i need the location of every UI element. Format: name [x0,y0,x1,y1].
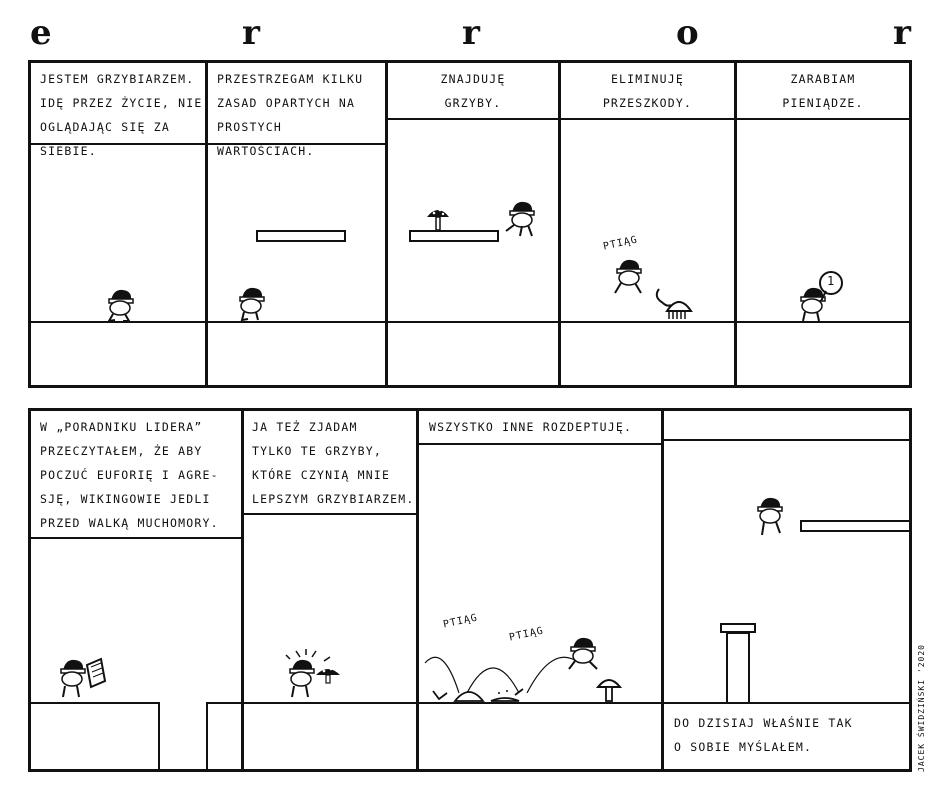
caption-4: ELIMINUJĘ PRZESZKODY. [602,72,693,110]
ground-line [31,702,909,704]
sound-effect-text: PTIĄG [602,234,639,253]
coin-icon: 1 [827,274,835,288]
eating-mushroom-figure [285,649,340,698]
ground-line [31,321,909,323]
caption-3: ZNAJDUJĘ GRZYBY. [440,72,506,110]
caption-6: W „PORADNIKU LIDERA” PRZECZYTAŁEM, ŻE AB… [40,420,219,530]
caption-2: PRZESTRZEGAM KILKU ZASAD OPARTYCH NA PRO… [217,72,364,158]
mushroom-icon [595,679,623,702]
caption-9: DO DZISIAJ WŁAŚNIE TAK O SOBIE MYŚLAŁEM. [674,716,853,754]
caption-1: JESTEM GRZYBIARZEM. IDĘ PRZEZ ŻYCIE, NIE… [40,72,203,158]
sound-effect-text-1: PTIĄG [442,612,479,631]
jumping-figure [505,201,535,237]
mushroom-picker-figure [239,287,265,322]
squashed-creature-icon [655,288,693,319]
caption-8: WSZYSTKO INNE ROZDEPTUJĘ. [429,420,633,434]
panel-7: JA TEŻ ZJADAM TYLKO TE GRZYBY, KTÓRE CZY… [244,411,416,769]
jumping-figure [568,637,598,670]
title-letter-e: e [30,13,52,53]
panel-1: JESTEM GRZYBIARZEM. IDĘ PRZEZ ŻYCIE, NIE… [31,63,205,385]
mushroom-picker-figure [107,289,134,323]
jumping-figure [757,497,783,536]
floating-platform [256,230,346,242]
stomping-figure [614,259,642,294]
floating-platform [409,230,499,242]
panel-5: ZARABIAM PIENIĄDZE. 1 [737,63,909,385]
panel-8: WSZYSTKO INNE ROZDEPTUJĘ. PTIĄG PTIĄG [419,411,661,769]
coin-collecting-figure [800,271,843,322]
panel-6: W „PORADNIKU LIDERA” PRZECZYTAŁEM, ŻE AB… [31,411,241,769]
title-letter-o: o [676,13,699,53]
title-letter-r2: r [462,13,480,53]
author-credit: JACEK ŚWIDZIŃSKI '2020 [917,644,926,772]
ground-pit [158,702,208,769]
panel-4: ELIMINUJĘ PRZESZKODY. PTIĄG [561,63,734,385]
caption-7: JA TEŻ ZJADAM TYLKO TE GRZYBY, KTÓRE CZY… [252,420,415,506]
comic-strip-row-2: W „PORADNIKU LIDERA” PRZECZYTAŁEM, ŻE AB… [28,408,912,772]
title-letter-r3: r [893,13,911,53]
squashed-creatures-icon [432,688,524,702]
panel-9: DO DZISIAJ WŁAŚNIE TAK O SOBIE MYŚLAŁEM. [664,411,910,769]
toadstool-icon [427,208,449,231]
caption-5: ZARABIAM PIENIĄDZE. [782,72,864,110]
panel-3: ZNAJDUJĘ GRZYBY. [388,63,558,385]
reading-figure [60,657,107,698]
pipe-body [726,632,750,702]
floating-platform [800,520,910,532]
sound-effect-text-2: PTIĄG [508,625,545,644]
title-letter-r1: r [242,13,260,53]
panel-2: PRZESTRZEGAM KILKU ZASAD OPARTYCH NA PRO… [208,63,385,385]
comic-strip-row-1: JESTEM GRZYBIARZEM. IDĘ PRZEZ ŻYCIE, NIE… [28,60,912,388]
